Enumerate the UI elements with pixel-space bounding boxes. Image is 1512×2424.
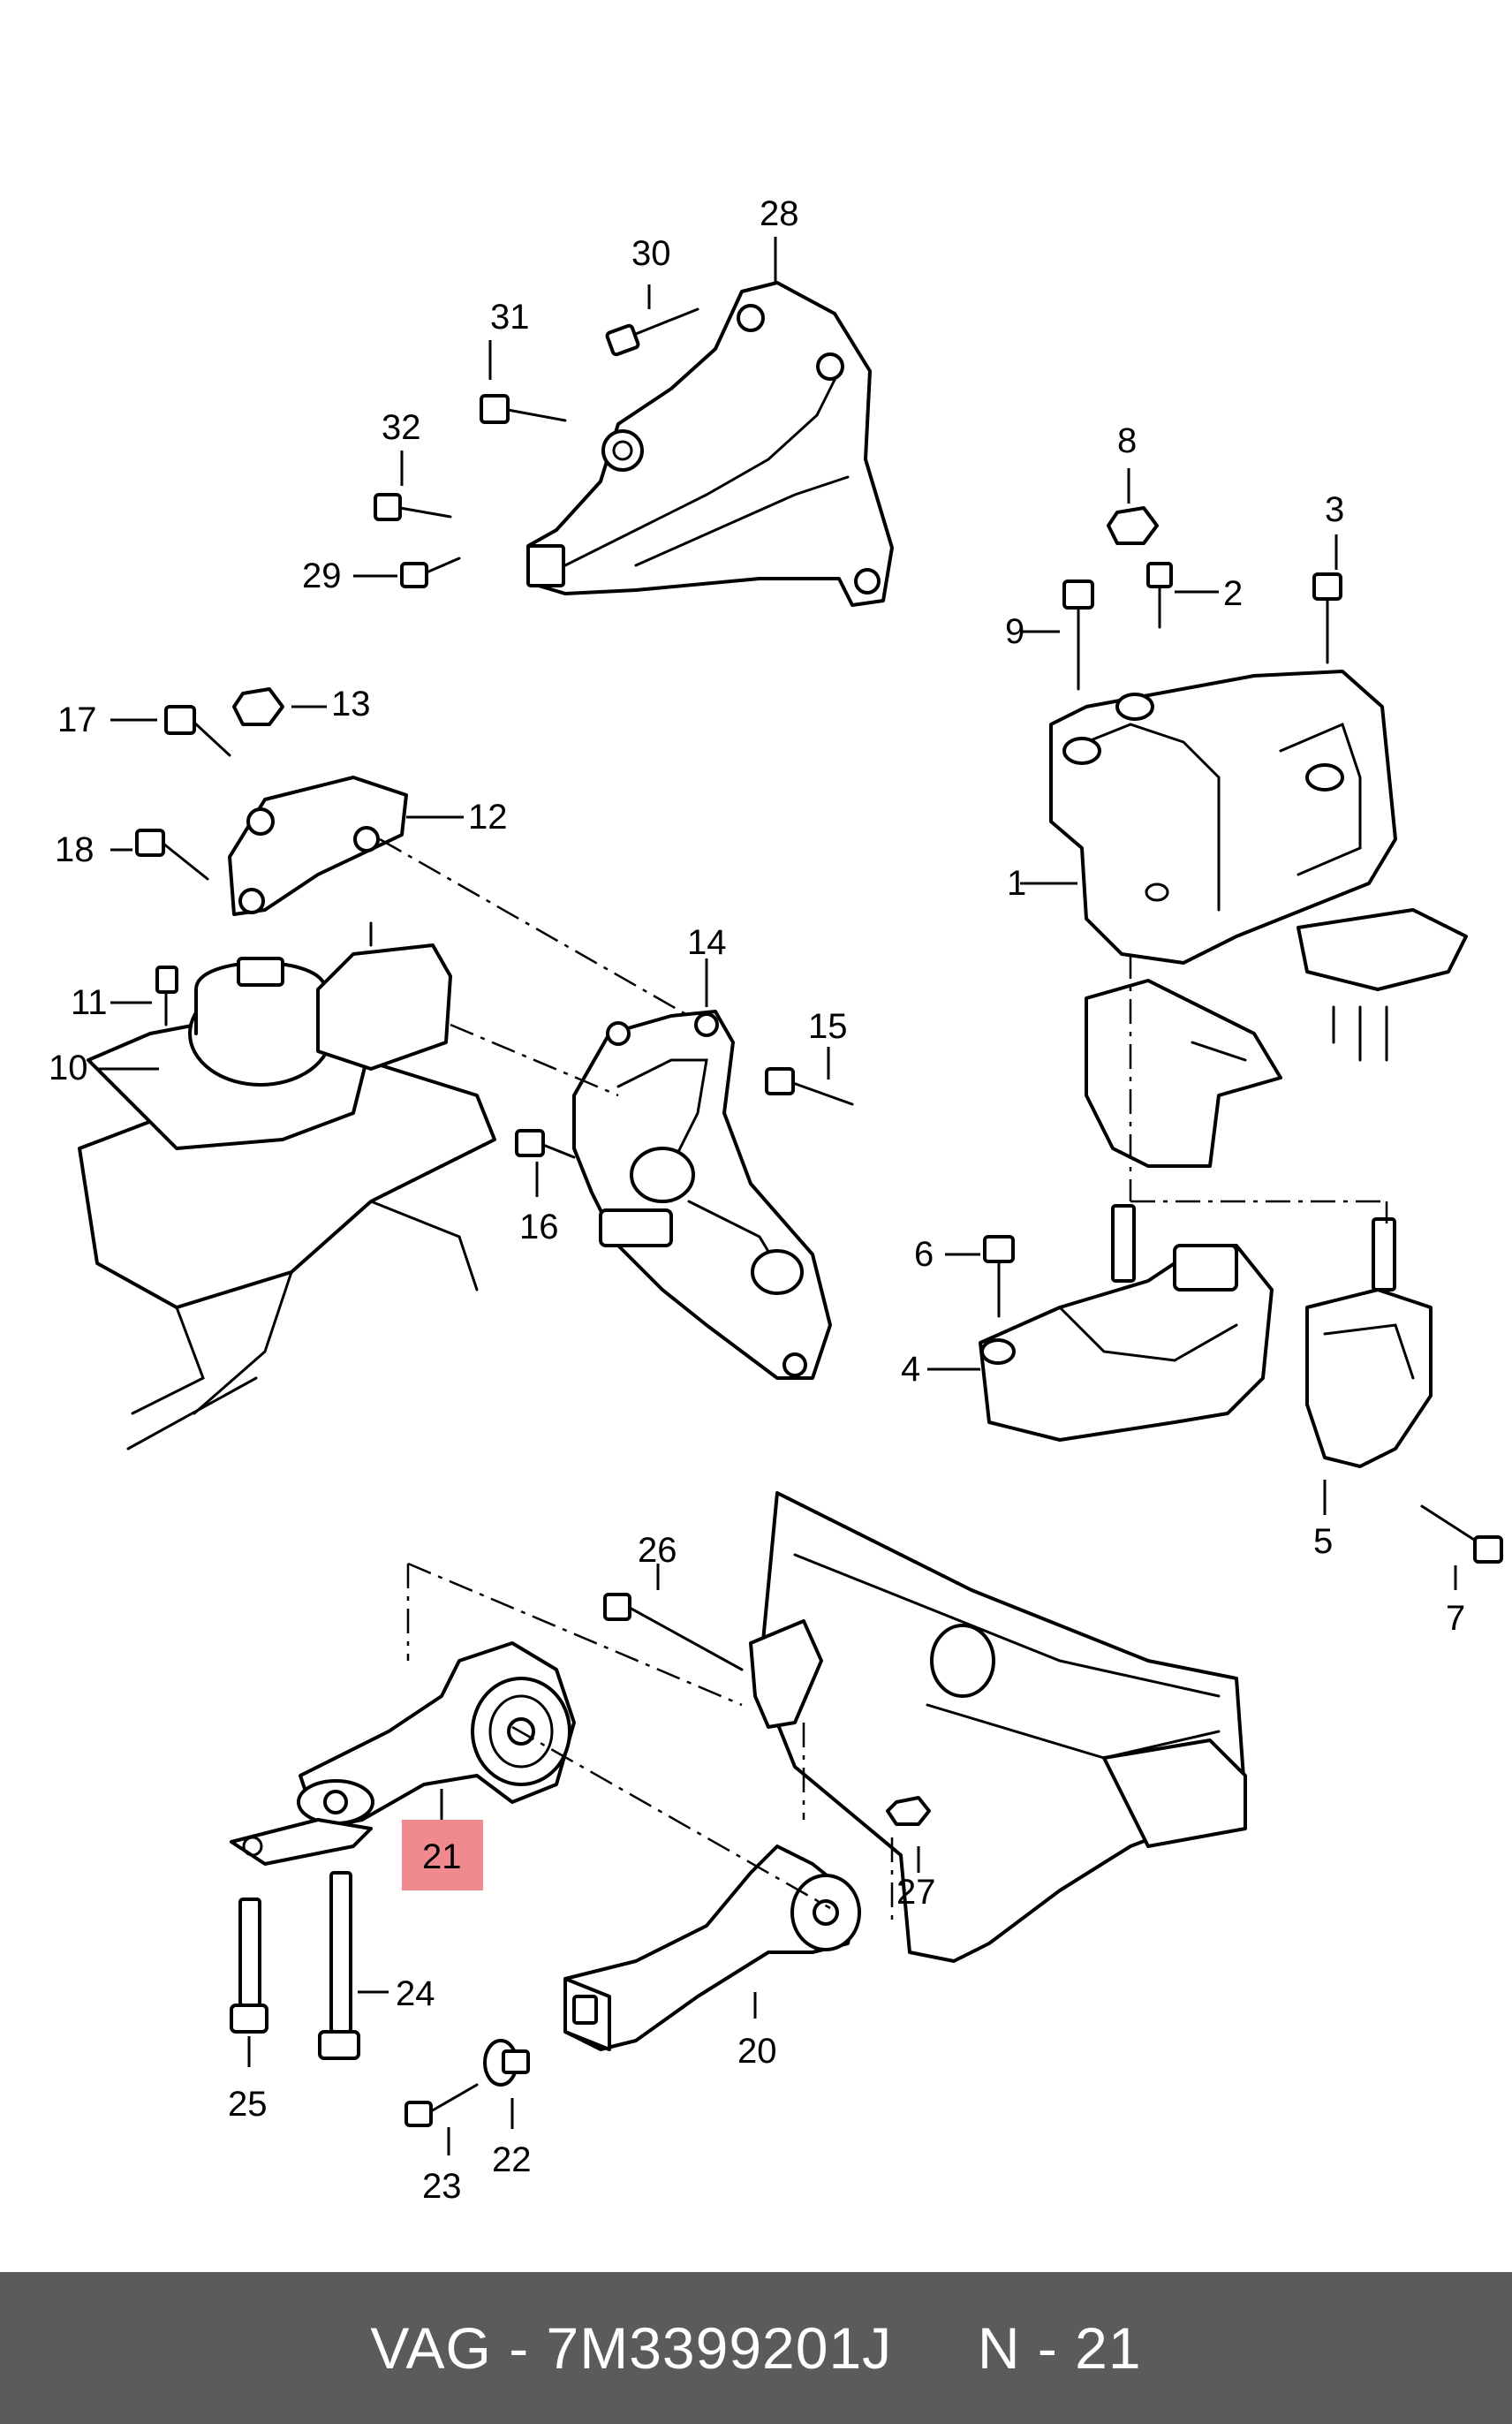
callout-15: 15 — [808, 1007, 848, 1046]
bolt-24 — [318, 1871, 360, 2060]
bolt-23 — [404, 2083, 479, 2127]
bolt-3 — [1312, 572, 1342, 664]
callout-31: 31 — [490, 298, 530, 337]
callout-3: 3 — [1325, 490, 1344, 529]
callout-22: 22 — [492, 2140, 532, 2179]
bolt-31 — [480, 394, 567, 424]
callout-24: 24 — [396, 1974, 435, 2013]
bolt-29 — [400, 557, 461, 588]
engine-block-left — [78, 921, 496, 1451]
bolt-30 — [605, 307, 699, 357]
callout-4: 4 — [901, 1350, 920, 1389]
callout-1: 1 — [1007, 864, 1026, 903]
footer-bar: VAG - 7M3399201J N - 21 — [0, 2272, 1512, 2424]
part-1-bracket-plate — [1085, 908, 1468, 1168]
callout-29: 29 — [302, 557, 342, 595]
callout-23: 23 — [422, 2167, 462, 2206]
bolt-18 — [135, 829, 209, 881]
callout-7: 7 — [1446, 1599, 1465, 1638]
callout-labels: 28 30 31 32 29 8 3 9 2 1 17 13 12 18 14 … — [49, 194, 1465, 2206]
stud-4 — [1111, 1204, 1136, 1283]
callout-18: 18 — [55, 830, 94, 869]
part-21-mount — [230, 1641, 576, 1866]
callout-20: 20 — [737, 2032, 777, 2071]
nut-13 — [232, 687, 284, 726]
bolt-25 — [230, 1898, 268, 2034]
callout-2: 2 — [1223, 574, 1243, 613]
washer-22 — [483, 2039, 530, 2087]
callout-17: 17 — [57, 701, 97, 739]
callout-32: 32 — [382, 408, 421, 447]
part-4-mount — [979, 1244, 1274, 1442]
bolt-16 — [515, 1129, 576, 1159]
part-14-bracket — [572, 1010, 832, 1380]
subframe — [758, 1491, 1247, 1963]
footer-part-info: VAG - 7M3399201J N - 21 — [370, 2315, 1142, 2381]
highlight-box-21 — [402, 1820, 483, 1890]
bolt-8-nut — [1107, 506, 1159, 545]
callout-10: 10 — [49, 1049, 88, 1087]
bolt-32 — [374, 493, 452, 521]
bolt-17 — [164, 705, 231, 757]
part-20-mount — [563, 1845, 861, 2051]
nut-27 — [886, 1796, 931, 1826]
part-1-mount — [1049, 670, 1397, 965]
callout-25: 25 — [228, 2085, 268, 2124]
callout-14: 14 — [687, 923, 727, 962]
callout-28: 28 — [760, 194, 799, 233]
callout-27: 27 — [896, 1873, 936, 1912]
bolt-9 — [1062, 579, 1094, 691]
part-12-bracket — [228, 776, 408, 916]
bolt-26 — [603, 1593, 823, 1729]
callout-16: 16 — [519, 1208, 559, 1246]
parts-diagram: 28 30 31 32 29 8 3 9 2 1 17 13 12 18 14 … — [49, 194, 1503, 2206]
bolt-7 — [1420, 1504, 1503, 1564]
callout-11: 11 — [71, 983, 108, 1022]
callout-9: 9 — [1005, 612, 1024, 651]
callout-26: 26 — [638, 1531, 677, 1570]
part-5-bracket — [1305, 1217, 1433, 1468]
bolt-6 — [983, 1235, 1015, 1318]
callout-6: 6 — [914, 1235, 934, 1274]
bolt-2 — [1146, 562, 1173, 629]
bolt-15 — [765, 1067, 854, 1106]
callout-5: 5 — [1313, 1522, 1333, 1561]
bolt-11 — [155, 966, 178, 1026]
callout-21: 21 — [422, 1837, 462, 1876]
part-28-bracket — [526, 281, 894, 607]
callout-12: 12 — [468, 798, 508, 837]
callout-30: 30 — [631, 234, 671, 273]
callout-13: 13 — [331, 685, 371, 723]
callout-8: 8 — [1117, 421, 1137, 460]
